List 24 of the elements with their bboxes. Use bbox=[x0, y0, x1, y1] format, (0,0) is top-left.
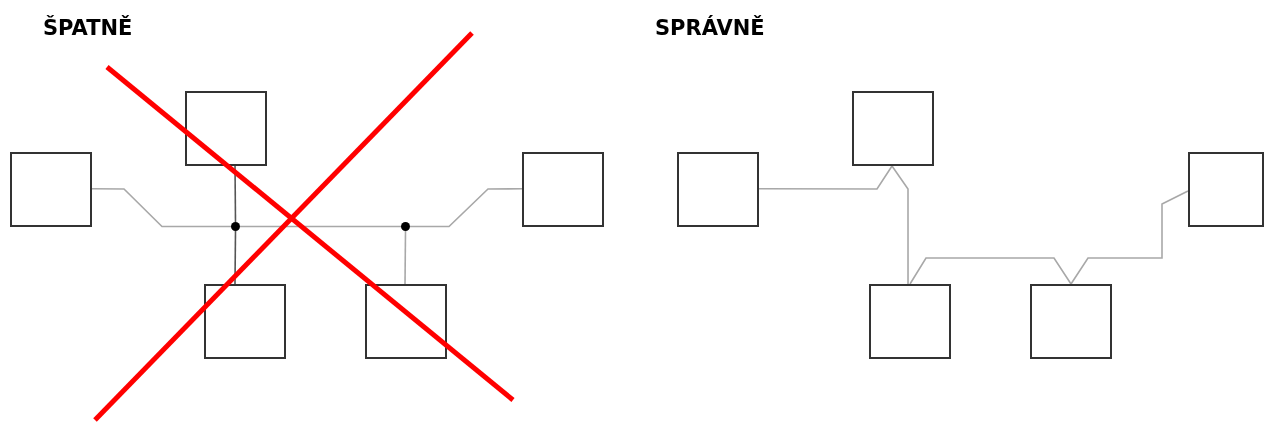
box bbox=[365, 284, 447, 359]
box bbox=[185, 91, 267, 166]
connector-line bbox=[758, 165, 893, 190]
box bbox=[204, 284, 286, 359]
connector-line bbox=[1070, 190, 1189, 285]
heading: ŠPATNĚ bbox=[43, 16, 133, 40]
box bbox=[1030, 284, 1112, 359]
connector-line bbox=[409, 187, 523, 228]
junction-dot bbox=[231, 222, 240, 231]
connector-line bbox=[404, 230, 407, 285]
connector-line bbox=[234, 165, 237, 223]
box bbox=[869, 284, 951, 359]
connector-line bbox=[91, 187, 232, 228]
heading: SPRÁVNĚ bbox=[655, 16, 765, 40]
connector-line bbox=[891, 165, 909, 285]
connector-line bbox=[234, 230, 237, 285]
junction-dot bbox=[401, 222, 410, 231]
connector-line bbox=[239, 225, 402, 228]
box bbox=[852, 91, 934, 166]
box bbox=[1188, 152, 1264, 227]
box bbox=[10, 152, 92, 227]
connector-line bbox=[909, 257, 1072, 285]
box bbox=[677, 152, 759, 227]
box bbox=[522, 152, 604, 227]
